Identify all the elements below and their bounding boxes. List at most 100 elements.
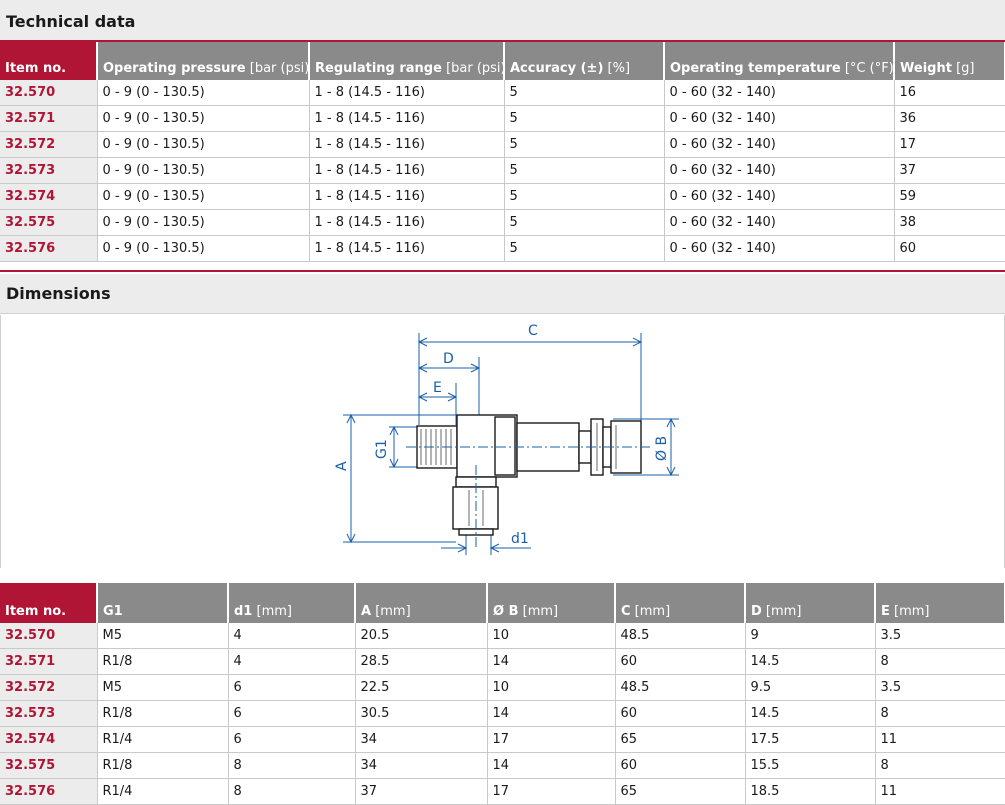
item-number-cell: 32.571 — [0, 105, 98, 132]
column-header-unit: [g] — [951, 61, 975, 76]
table-cell: 6 — [228, 674, 356, 701]
table-cell: M5 — [97, 623, 229, 649]
table-cell: 1 - 8 (14.5 - 116) — [309, 183, 505, 210]
column-header: Regulating range [bar (psi)] — [309, 42, 505, 80]
label-e: E — [433, 380, 442, 396]
table-cell: 1 - 8 (14.5 - 116) — [309, 157, 505, 184]
table-cell: 0 - 9 (0 - 130.5) — [97, 209, 310, 236]
table-cell: 14.5 — [745, 700, 876, 727]
table-cell: 30.5 — [355, 700, 488, 727]
table-cell: 8 — [228, 752, 356, 779]
table-cell: 36 — [894, 105, 1005, 132]
table-cell: R1/4 — [97, 726, 229, 753]
table-cell: 14 — [487, 648, 616, 675]
column-header-label: D — [751, 604, 762, 619]
dimension-drawing: C D E d1 A G1 Ø B — [0, 315, 1005, 568]
table-cell: 0 - 9 (0 - 130.5) — [97, 80, 310, 106]
table-cell: 8 — [875, 752, 1005, 779]
table-cell: 17.5 — [745, 726, 876, 753]
column-header-label: A — [361, 604, 372, 619]
item-number-cell: 32.570 — [0, 80, 98, 106]
column-header-label: Operating pressure — [103, 61, 246, 76]
table-cell: 0 - 60 (32 - 140) — [664, 209, 895, 236]
table-cell: 8 — [875, 648, 1005, 675]
table-cell: R1/4 — [97, 778, 229, 805]
column-header-unit: [mm] — [630, 604, 671, 619]
column-header: A [mm] — [355, 583, 488, 623]
table-cell: 10 — [487, 623, 616, 649]
table-cell: 38 — [894, 209, 1005, 236]
table-cell: 48.5 — [615, 623, 746, 649]
table-cell: 9.5 — [745, 674, 876, 701]
table-cell: 8 — [228, 778, 356, 805]
column-header: E [mm] — [875, 583, 1005, 623]
table-cell: 18.5 — [745, 778, 876, 805]
table-cell: 9 — [745, 623, 876, 649]
item-number-cell: 32.573 — [0, 700, 98, 727]
table-cell: 1 - 8 (14.5 - 116) — [309, 80, 505, 106]
item-number-cell: 32.573 — [0, 157, 98, 184]
table-cell: 6 — [228, 700, 356, 727]
table-cell: 34 — [355, 726, 488, 753]
label-d1: d1 — [511, 531, 529, 547]
table-cell: 22.5 — [355, 674, 488, 701]
table-cell: 5 — [504, 131, 665, 158]
table-cell: 15.5 — [745, 752, 876, 779]
item-number-cell: 32.575 — [0, 209, 98, 236]
table-cell: 34 — [355, 752, 488, 779]
column-header-label: Weight — [900, 61, 952, 76]
table-cell: 0 - 9 (0 - 130.5) — [97, 157, 310, 184]
label-a: A — [334, 461, 350, 471]
column-header-label: Operating temperature — [670, 61, 841, 76]
table-cell: 14 — [487, 700, 616, 727]
table-cell: 14 — [487, 752, 616, 779]
table-cell: 59 — [894, 183, 1005, 210]
dimensions-title: Dimensions — [0, 274, 1005, 314]
item-number-cell: 32.572 — [0, 131, 98, 158]
column-header-label: Item no. — [5, 604, 67, 619]
table-cell: 0 - 9 (0 - 130.5) — [97, 183, 310, 210]
table-cell: 5 — [504, 235, 665, 262]
table-cell: 11 — [875, 778, 1005, 805]
table-cell: 16 — [894, 80, 1005, 106]
table-cell: 60 — [894, 235, 1005, 262]
table-cell: 0 - 60 (32 - 140) — [664, 157, 895, 184]
column-header-unit: [°C (°F)] — [840, 61, 894, 76]
label-g1: G1 — [374, 439, 390, 459]
column-header-unit: [mm] — [889, 604, 930, 619]
table-cell: 0 - 60 (32 - 140) — [664, 80, 895, 106]
table-cell: 20.5 — [355, 623, 488, 649]
table-cell: 1 - 8 (14.5 - 116) — [309, 131, 505, 158]
column-header-label: Accuracy (±) — [510, 61, 604, 76]
label-c: C — [528, 323, 538, 339]
table-cell: 28.5 — [355, 648, 488, 675]
column-header-label: G1 — [103, 604, 123, 619]
table-cell: 5 — [504, 183, 665, 210]
table-cell: 5 — [504, 209, 665, 236]
item-number-cell: 32.574 — [0, 726, 98, 753]
technical-data-table: Item no.Operating pressure [bar (psi)]Re… — [0, 42, 1005, 262]
table-cell: M5 — [97, 674, 229, 701]
item-number-cell: 32.574 — [0, 183, 98, 210]
table-cell: R1/8 — [97, 752, 229, 779]
column-header: Operating pressure [bar (psi)] — [97, 42, 310, 80]
column-header-label: Ø B — [493, 604, 519, 619]
table-cell: 4 — [228, 623, 356, 649]
item-number-cell: 32.575 — [0, 752, 98, 779]
column-header-unit: [%] — [603, 61, 631, 76]
table-cell: 37 — [894, 157, 1005, 184]
label-b: Ø B — [654, 436, 670, 461]
item-number-cell: 32.576 — [0, 235, 98, 262]
table-cell: 10 — [487, 674, 616, 701]
table-cell: R1/8 — [97, 648, 229, 675]
column-header-label: Item no. — [5, 61, 67, 76]
column-header-label: Regulating range — [315, 61, 442, 76]
